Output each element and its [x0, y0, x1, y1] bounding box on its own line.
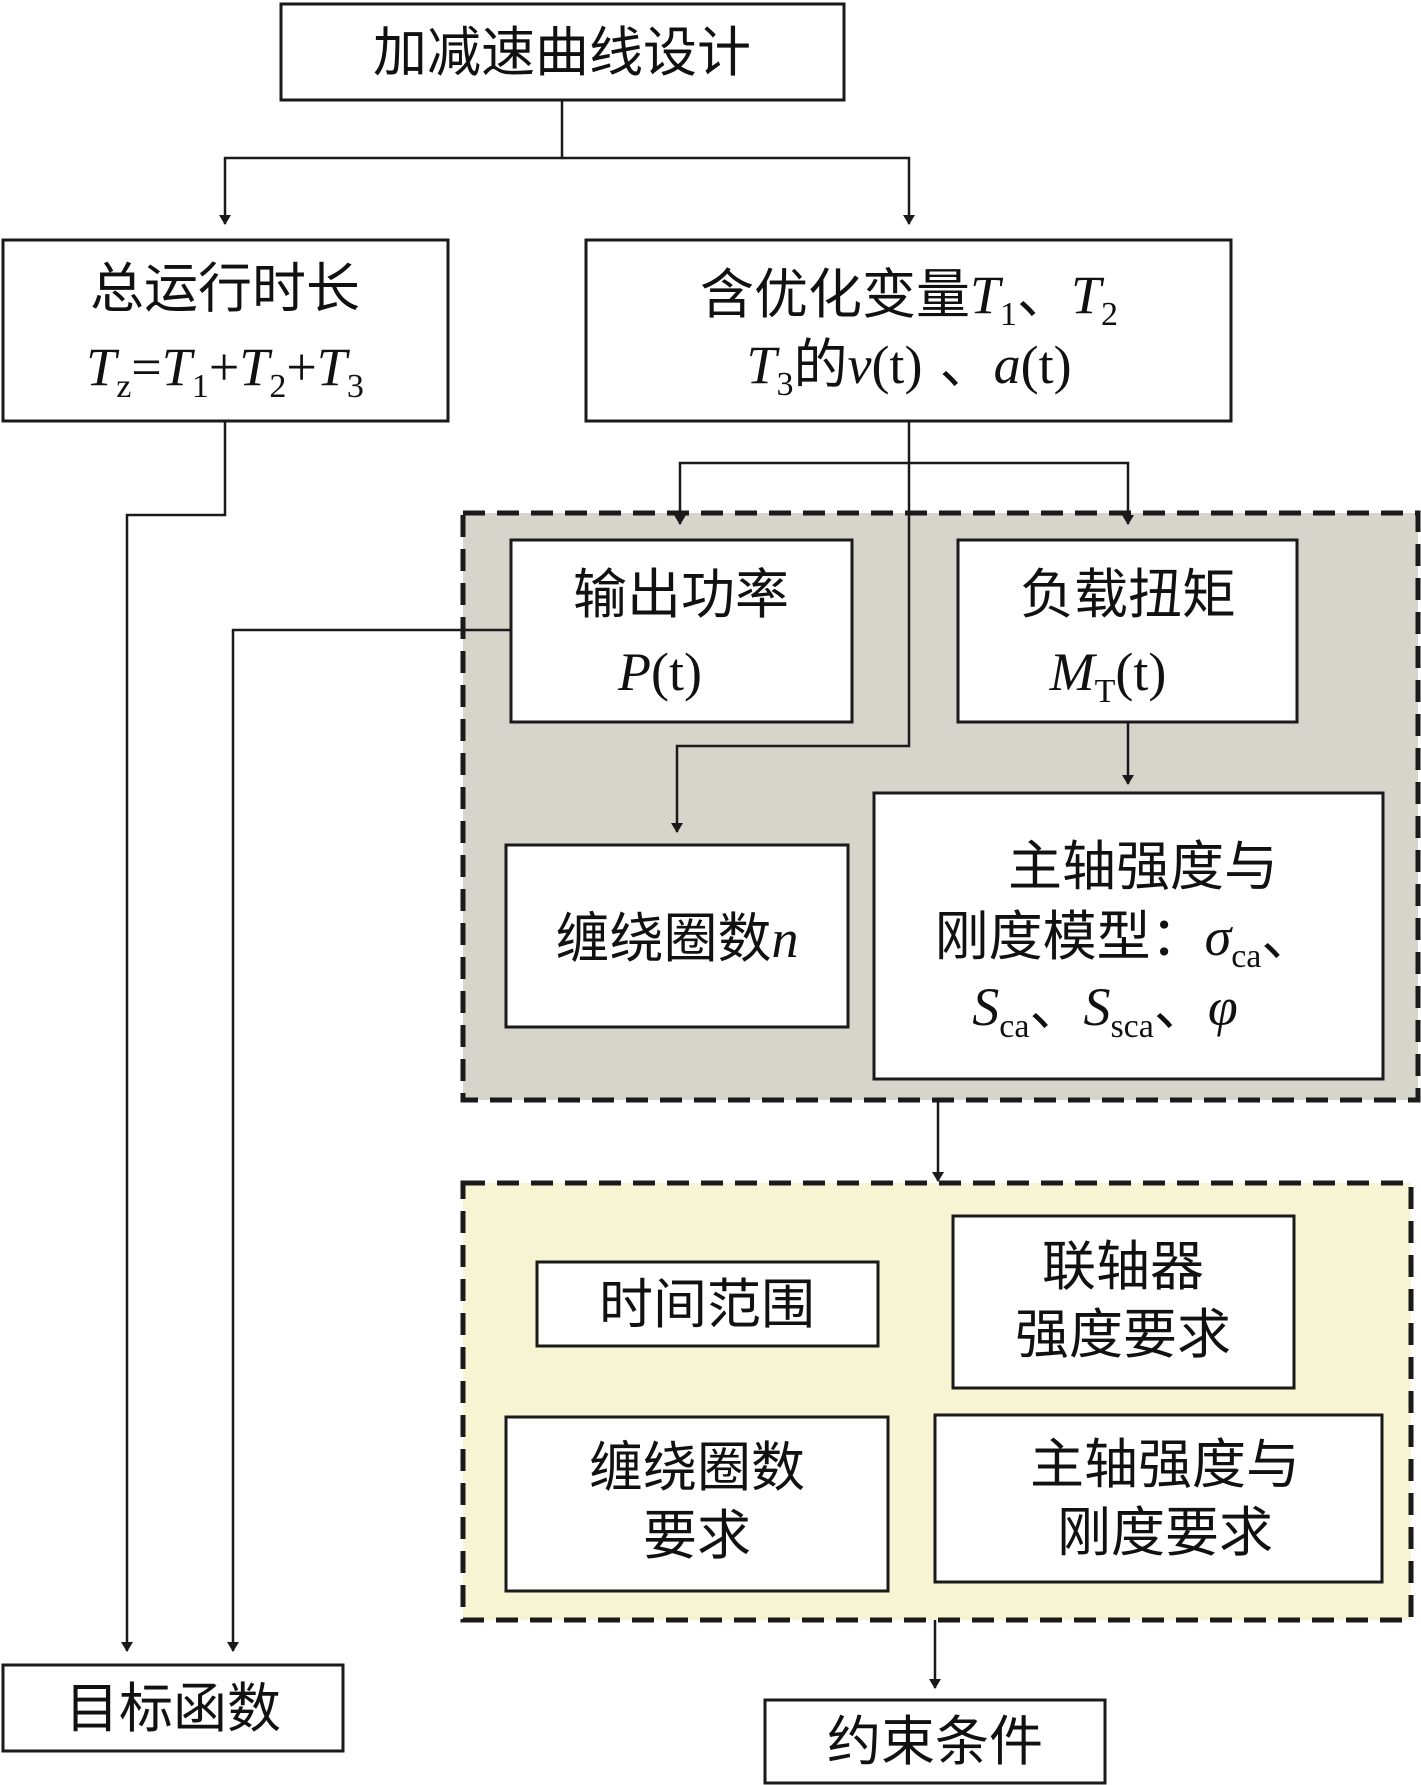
node-power-symbol: P(t): [617, 642, 702, 702]
node-time-range-label: 时间范围: [599, 1273, 815, 1336]
node-spindle-req-line2: 刚度要求: [1057, 1501, 1273, 1564]
connectors: [121, 100, 1134, 1689]
connector-variables-torque: [909, 461, 1134, 525]
node-turns-req: 缠绕圈数 要求: [504, 1415, 890, 1593]
node-objective-label: 目标函数: [65, 1677, 281, 1740]
node-turns-req-line2: 要求: [643, 1504, 751, 1567]
node-spindle-req-line1: 主轴强度与: [1030, 1433, 1300, 1496]
connector-power-objective: [227, 628, 511, 1652]
connector-variables-turns: [671, 421, 911, 833]
node-constraints: 约束条件: [763, 1698, 1107, 1785]
node-coupling-line1: 联轴器: [1042, 1235, 1204, 1298]
node-turns-req-line1: 缠绕圈数: [589, 1436, 805, 1499]
node-spindle-req: 主轴强度与 刚度要求: [933, 1413, 1384, 1584]
node-total-time: 总运行时长 Tz=T1+T2+T3: [1, 238, 450, 423]
node-objective: 目标函数: [1, 1663, 345, 1753]
connector-total-objective: [121, 421, 227, 1652]
connector-design-variables: [562, 156, 915, 225]
node-variables-line1: 含优化变量T1、T2: [700, 263, 1118, 333]
node-torque-title: 负载扭矩: [1020, 563, 1236, 626]
node-spindle-model-line1: 主轴强度与: [1008, 835, 1278, 898]
node-constraints-label: 约束条件: [827, 1710, 1043, 1773]
node-design: 加减速曲线设计: [279, 2, 846, 102]
node-variables: 含优化变量T1、T2 T3的v(t) 、a(t): [584, 238, 1233, 423]
node-time-range: 时间范围: [535, 1260, 880, 1348]
node-coupling-line2: 强度要求: [1015, 1303, 1231, 1366]
node-total-time-title: 总运行时长: [90, 257, 360, 320]
node-torque-symbol: MT(t): [1049, 642, 1167, 710]
node-coupling: 联轴器 强度要求: [951, 1214, 1296, 1390]
node-spindle-model-line2: 刚度模型：σca、: [935, 905, 1316, 975]
node-design-label: 加减速曲线设计: [373, 21, 751, 84]
node-turns-label: 缠绕圈数n: [556, 907, 799, 970]
node-torque: 负载扭矩 MT(t): [956, 538, 1299, 724]
connector-variables-power: [674, 461, 909, 525]
node-spindle-model: 主轴强度与 刚度模型：σca、 Sca、Ssca、φ: [872, 791, 1385, 1081]
node-power: 输出功率 P(t): [509, 538, 854, 724]
node-power-title: 输出功率: [573, 563, 789, 626]
node-spindle-model-line3: Sca、Ssca、φ: [972, 975, 1237, 1045]
node-variables-line2: T3的v(t) 、a(t): [746, 333, 1071, 403]
node-total-time-formula: Tz=T1+T2+T3: [86, 337, 364, 405]
connector-design-split: [219, 100, 564, 225]
node-turns: 缠绕圈数n: [504, 843, 850, 1029]
